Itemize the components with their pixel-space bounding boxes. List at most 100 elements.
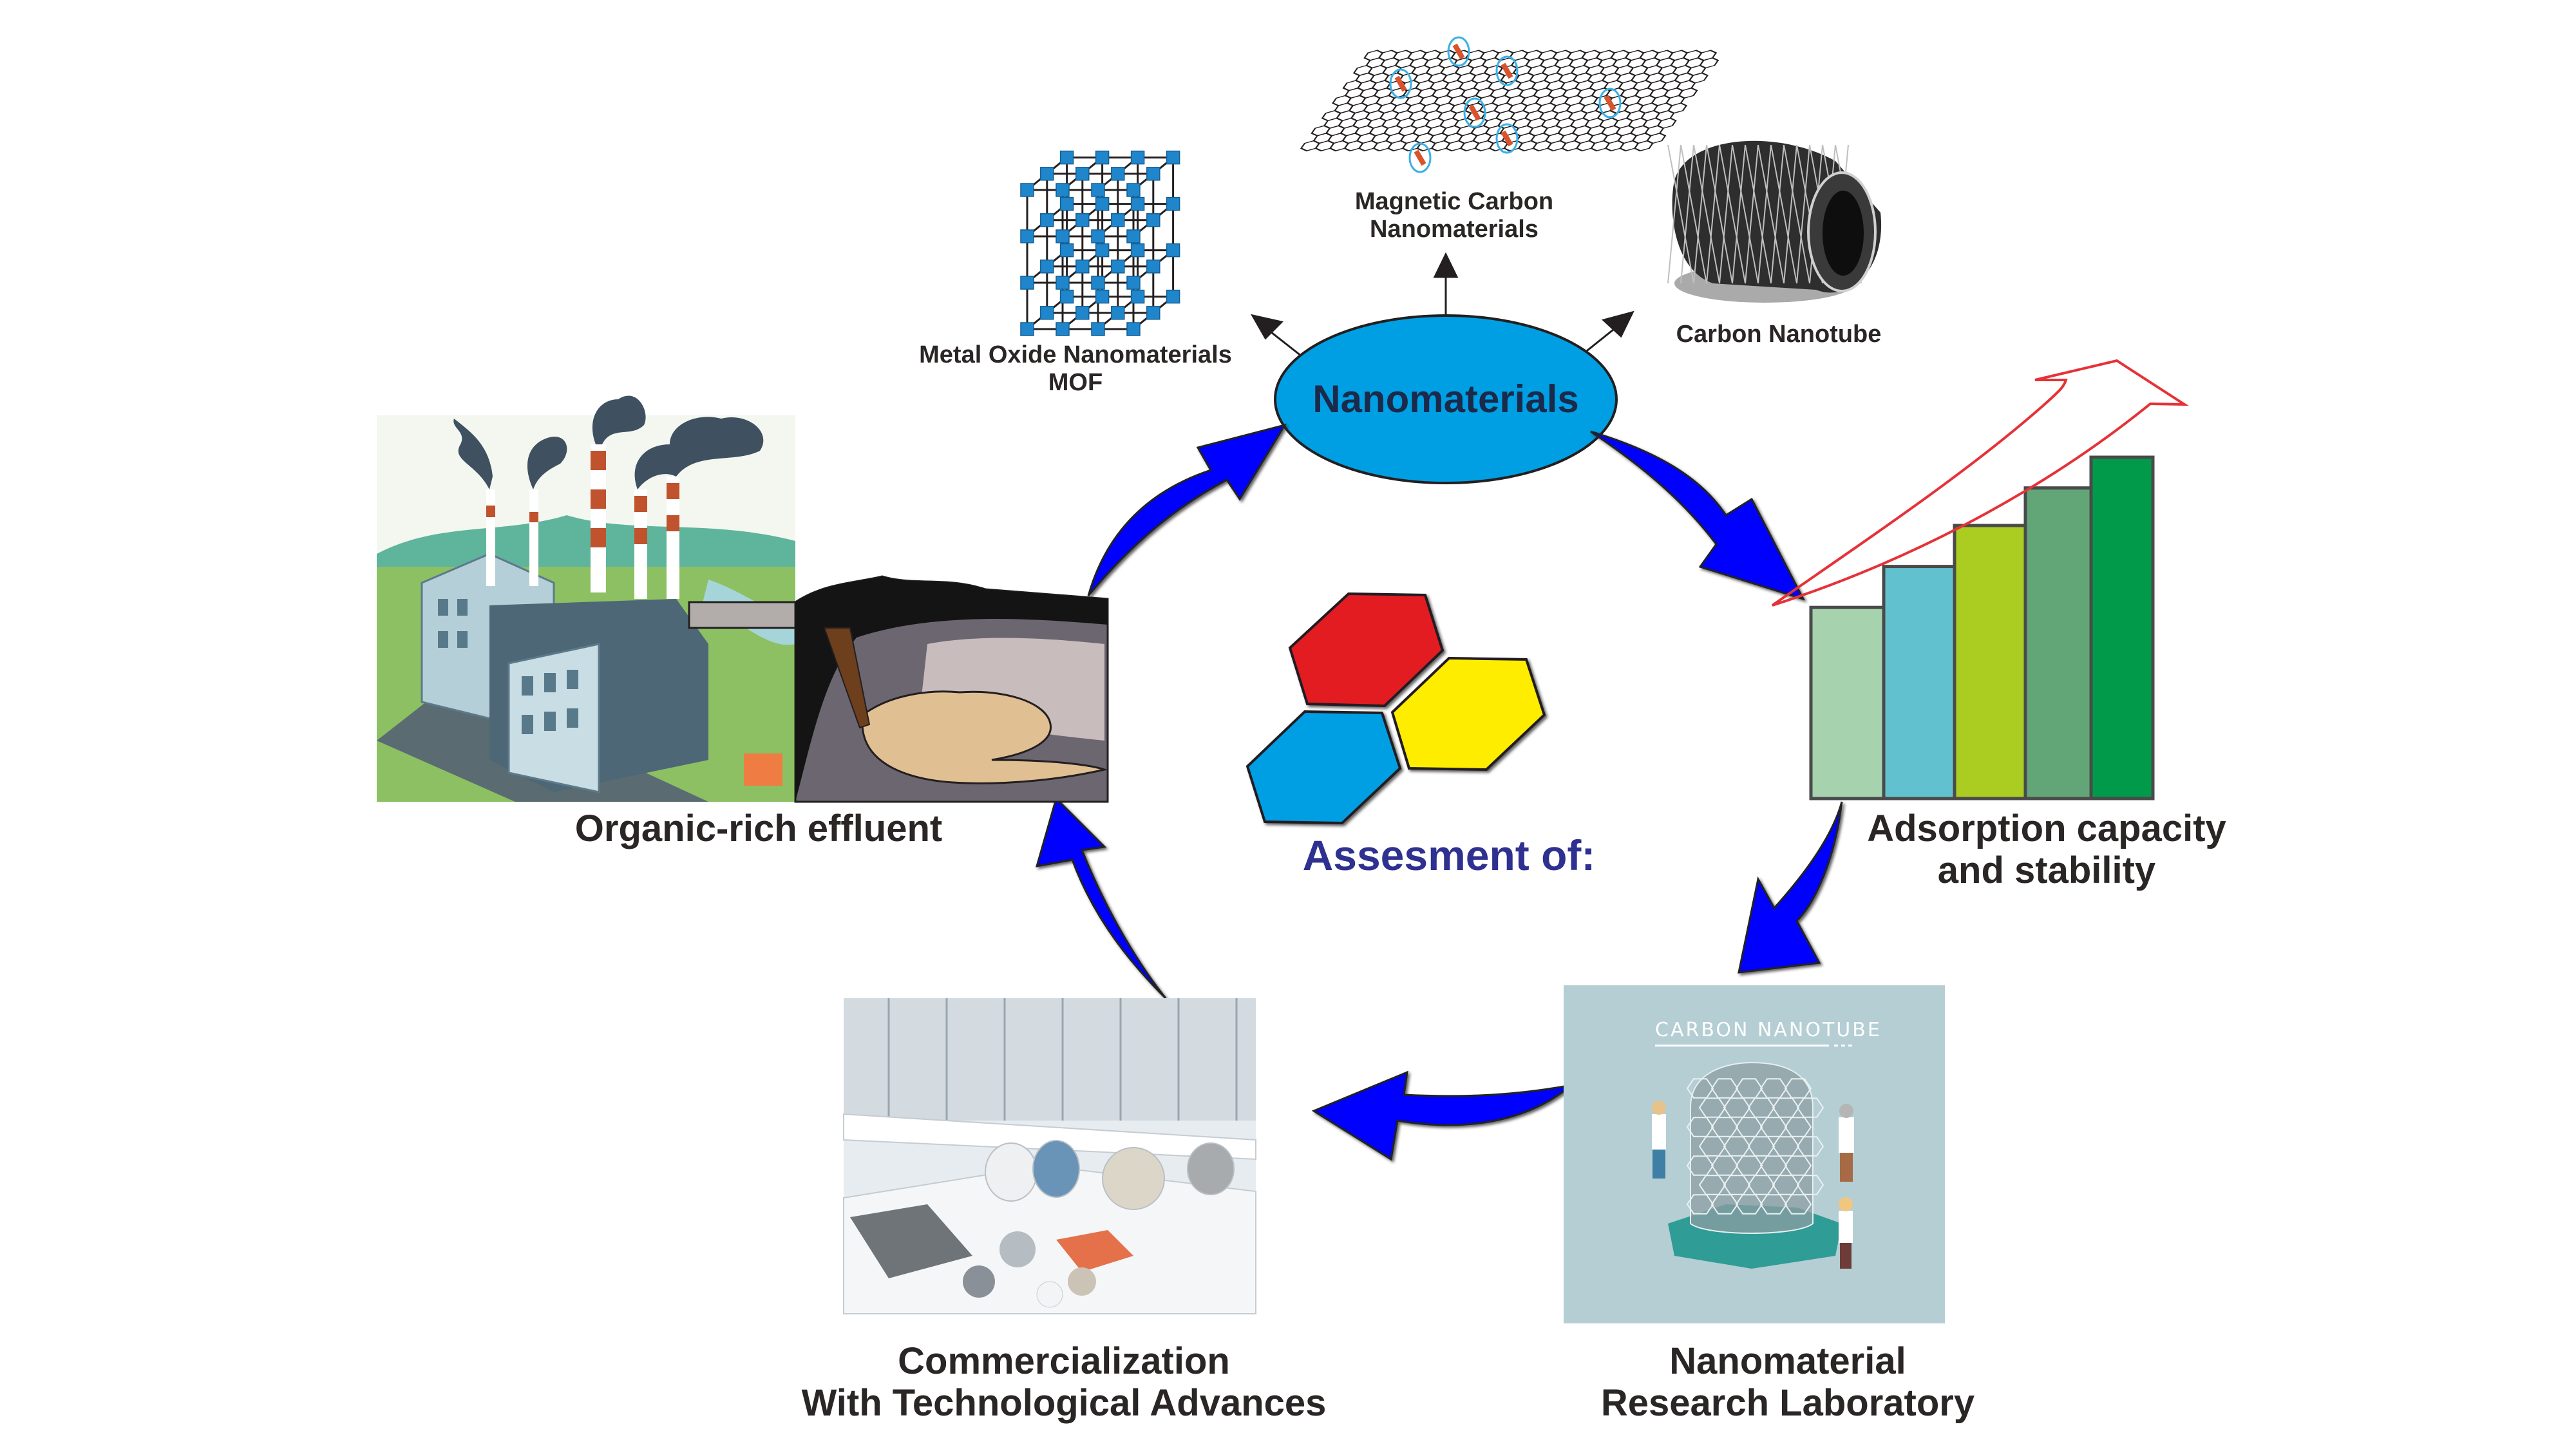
mof-node [1056, 322, 1070, 336]
label-commercialization-line1: Commercialization [898, 1340, 1230, 1382]
mof-node [1091, 322, 1105, 336]
cycle-arrow-commercialization-to-effluent [1035, 797, 1167, 999]
cycle-arrow-nanomaterials-to-adsorption [1590, 430, 1805, 601]
magnetic-particle [1389, 68, 1412, 99]
label-laboratory-line2: Research Laboratory [1600, 1381, 1975, 1424]
mof-node [1020, 276, 1034, 290]
carbon-nanotube-lab-poster [1564, 985, 1945, 1323]
mof-node [1091, 229, 1105, 243]
mof-node [1126, 276, 1141, 290]
factory-smoke [453, 395, 764, 489]
mof-node [1166, 289, 1180, 304]
mof-node [1095, 289, 1110, 304]
mof-node [1146, 260, 1160, 274]
mof-node [1126, 229, 1141, 243]
label-mof-line2: MOF [1048, 368, 1103, 396]
mof-node [1091, 276, 1105, 290]
lab-sample-cluster [1068, 1267, 1096, 1296]
graphene-sheet-icon [1300, 36, 1719, 173]
lab-photo-windows [844, 998, 1256, 1121]
mof-node [1111, 260, 1125, 274]
carbon-nanotube-icon [1667, 140, 1882, 303]
effluent-pit-shadow [795, 576, 1108, 802]
mof-node [1146, 167, 1160, 181]
commercial-lab-photo [843, 998, 1256, 1314]
mof-node [1056, 276, 1070, 290]
mof-node [1146, 306, 1160, 320]
poster-title-dots [1834, 1045, 1853, 1046]
mof-lattice-icon [1020, 150, 1180, 336]
magnetic-particle [1495, 55, 1519, 86]
growth-bar [2023, 486, 2093, 800]
lab-sample-stone [999, 1231, 1036, 1267]
branch-arrow-graphene-head [1433, 252, 1459, 278]
mof-node [1095, 196, 1110, 211]
lab-jar-grey [1187, 1142, 1235, 1195]
mof-node [1056, 183, 1070, 197]
mof-node [1146, 213, 1160, 227]
mof-node [1040, 260, 1054, 274]
label-adsorption: Adsorption capacity and stability [1867, 808, 2226, 892]
assessment-hexagons [1245, 592, 1546, 825]
label-mof-line1: Metal Oxide Nanomaterials [919, 341, 1232, 368]
mof-node [1020, 183, 1034, 197]
poster-title-underline [1655, 1045, 1829, 1046]
cycle-arrow-effluent-to-nanomaterials [1087, 423, 1287, 596]
mof-node [1020, 322, 1034, 336]
mof-node [1075, 260, 1090, 274]
factory-chimneys [486, 444, 679, 599]
label-adsorption-line2: and stability [1937, 849, 2156, 891]
growth-bar [1882, 565, 1956, 800]
label-magnetic-carbon-line1: Magnetic Carbon [1354, 188, 1554, 215]
mof-node [1056, 229, 1070, 243]
scientist-3 [1839, 1211, 1853, 1243]
mof-node [1059, 243, 1074, 258]
branch-arrow-cnt-head [1601, 310, 1634, 338]
label-commercialization: Commercialization With Technological Adv… [802, 1340, 1327, 1425]
lab-sample-ball [1036, 1281, 1063, 1308]
lab-sample-sphere [963, 1265, 995, 1298]
magnetic-particle [1408, 142, 1432, 173]
mof-node [1111, 213, 1125, 227]
lab-photo-window-frames [887, 998, 1238, 1121]
label-laboratory-line1: Nanomaterial [1669, 1340, 1906, 1382]
label-carbon-nanotube: Carbon Nanotube [1676, 321, 1882, 348]
mof-node [1111, 306, 1125, 320]
label-carbon-nanotube-line1: Carbon Nanotube [1676, 321, 1882, 348]
lab-jar-blue [1032, 1140, 1080, 1198]
growth-bar [2089, 455, 2155, 800]
organic-sludge [861, 690, 1108, 784]
rising-bar-chart-icon [1809, 455, 2155, 800]
mof-node [1126, 183, 1141, 197]
lab-jar-white [985, 1142, 1037, 1202]
nanomaterials-node[interactable]: Nanomaterials [1274, 314, 1618, 484]
mof-node [1111, 167, 1125, 181]
poster-nanotube [1690, 1061, 1814, 1234]
label-magnetic-carbon-line2: Nanomaterials [1370, 215, 1539, 243]
hexagon-blue [1245, 710, 1402, 825]
lab-jar-beige [1102, 1147, 1165, 1210]
poster-nanotube-lattice [1686, 1078, 1824, 1215]
nanomaterials-ellipse [1274, 314, 1618, 484]
factory-truck [744, 753, 782, 786]
assessment-label: Assesment of: [1302, 831, 1596, 879]
factory-effluent-illustration [377, 395, 1109, 803]
mof-node [1075, 213, 1090, 227]
lab-orange-block [1056, 1230, 1133, 1272]
label-adsorption-line1: Adsorption capacity [1867, 808, 2226, 849]
mof-node [1166, 196, 1180, 211]
mof-node [1020, 229, 1034, 243]
mof-node [1040, 167, 1054, 181]
label-laboratory: Nanomaterial Research Laboratory [1600, 1340, 1975, 1425]
branch-arrow-mof-head [1251, 314, 1283, 340]
nanomaterials-label: Nanomaterials [1312, 377, 1579, 421]
mof-node [1166, 150, 1180, 165]
lab-bench [843, 1113, 1256, 1160]
mof-node [1059, 196, 1074, 211]
mof-node [1095, 150, 1110, 165]
mof-node [1040, 306, 1054, 320]
mof-node [1075, 306, 1090, 320]
label-effluent: Organic-rich effluent [575, 808, 942, 850]
scientist-1 [1652, 1114, 1666, 1150]
